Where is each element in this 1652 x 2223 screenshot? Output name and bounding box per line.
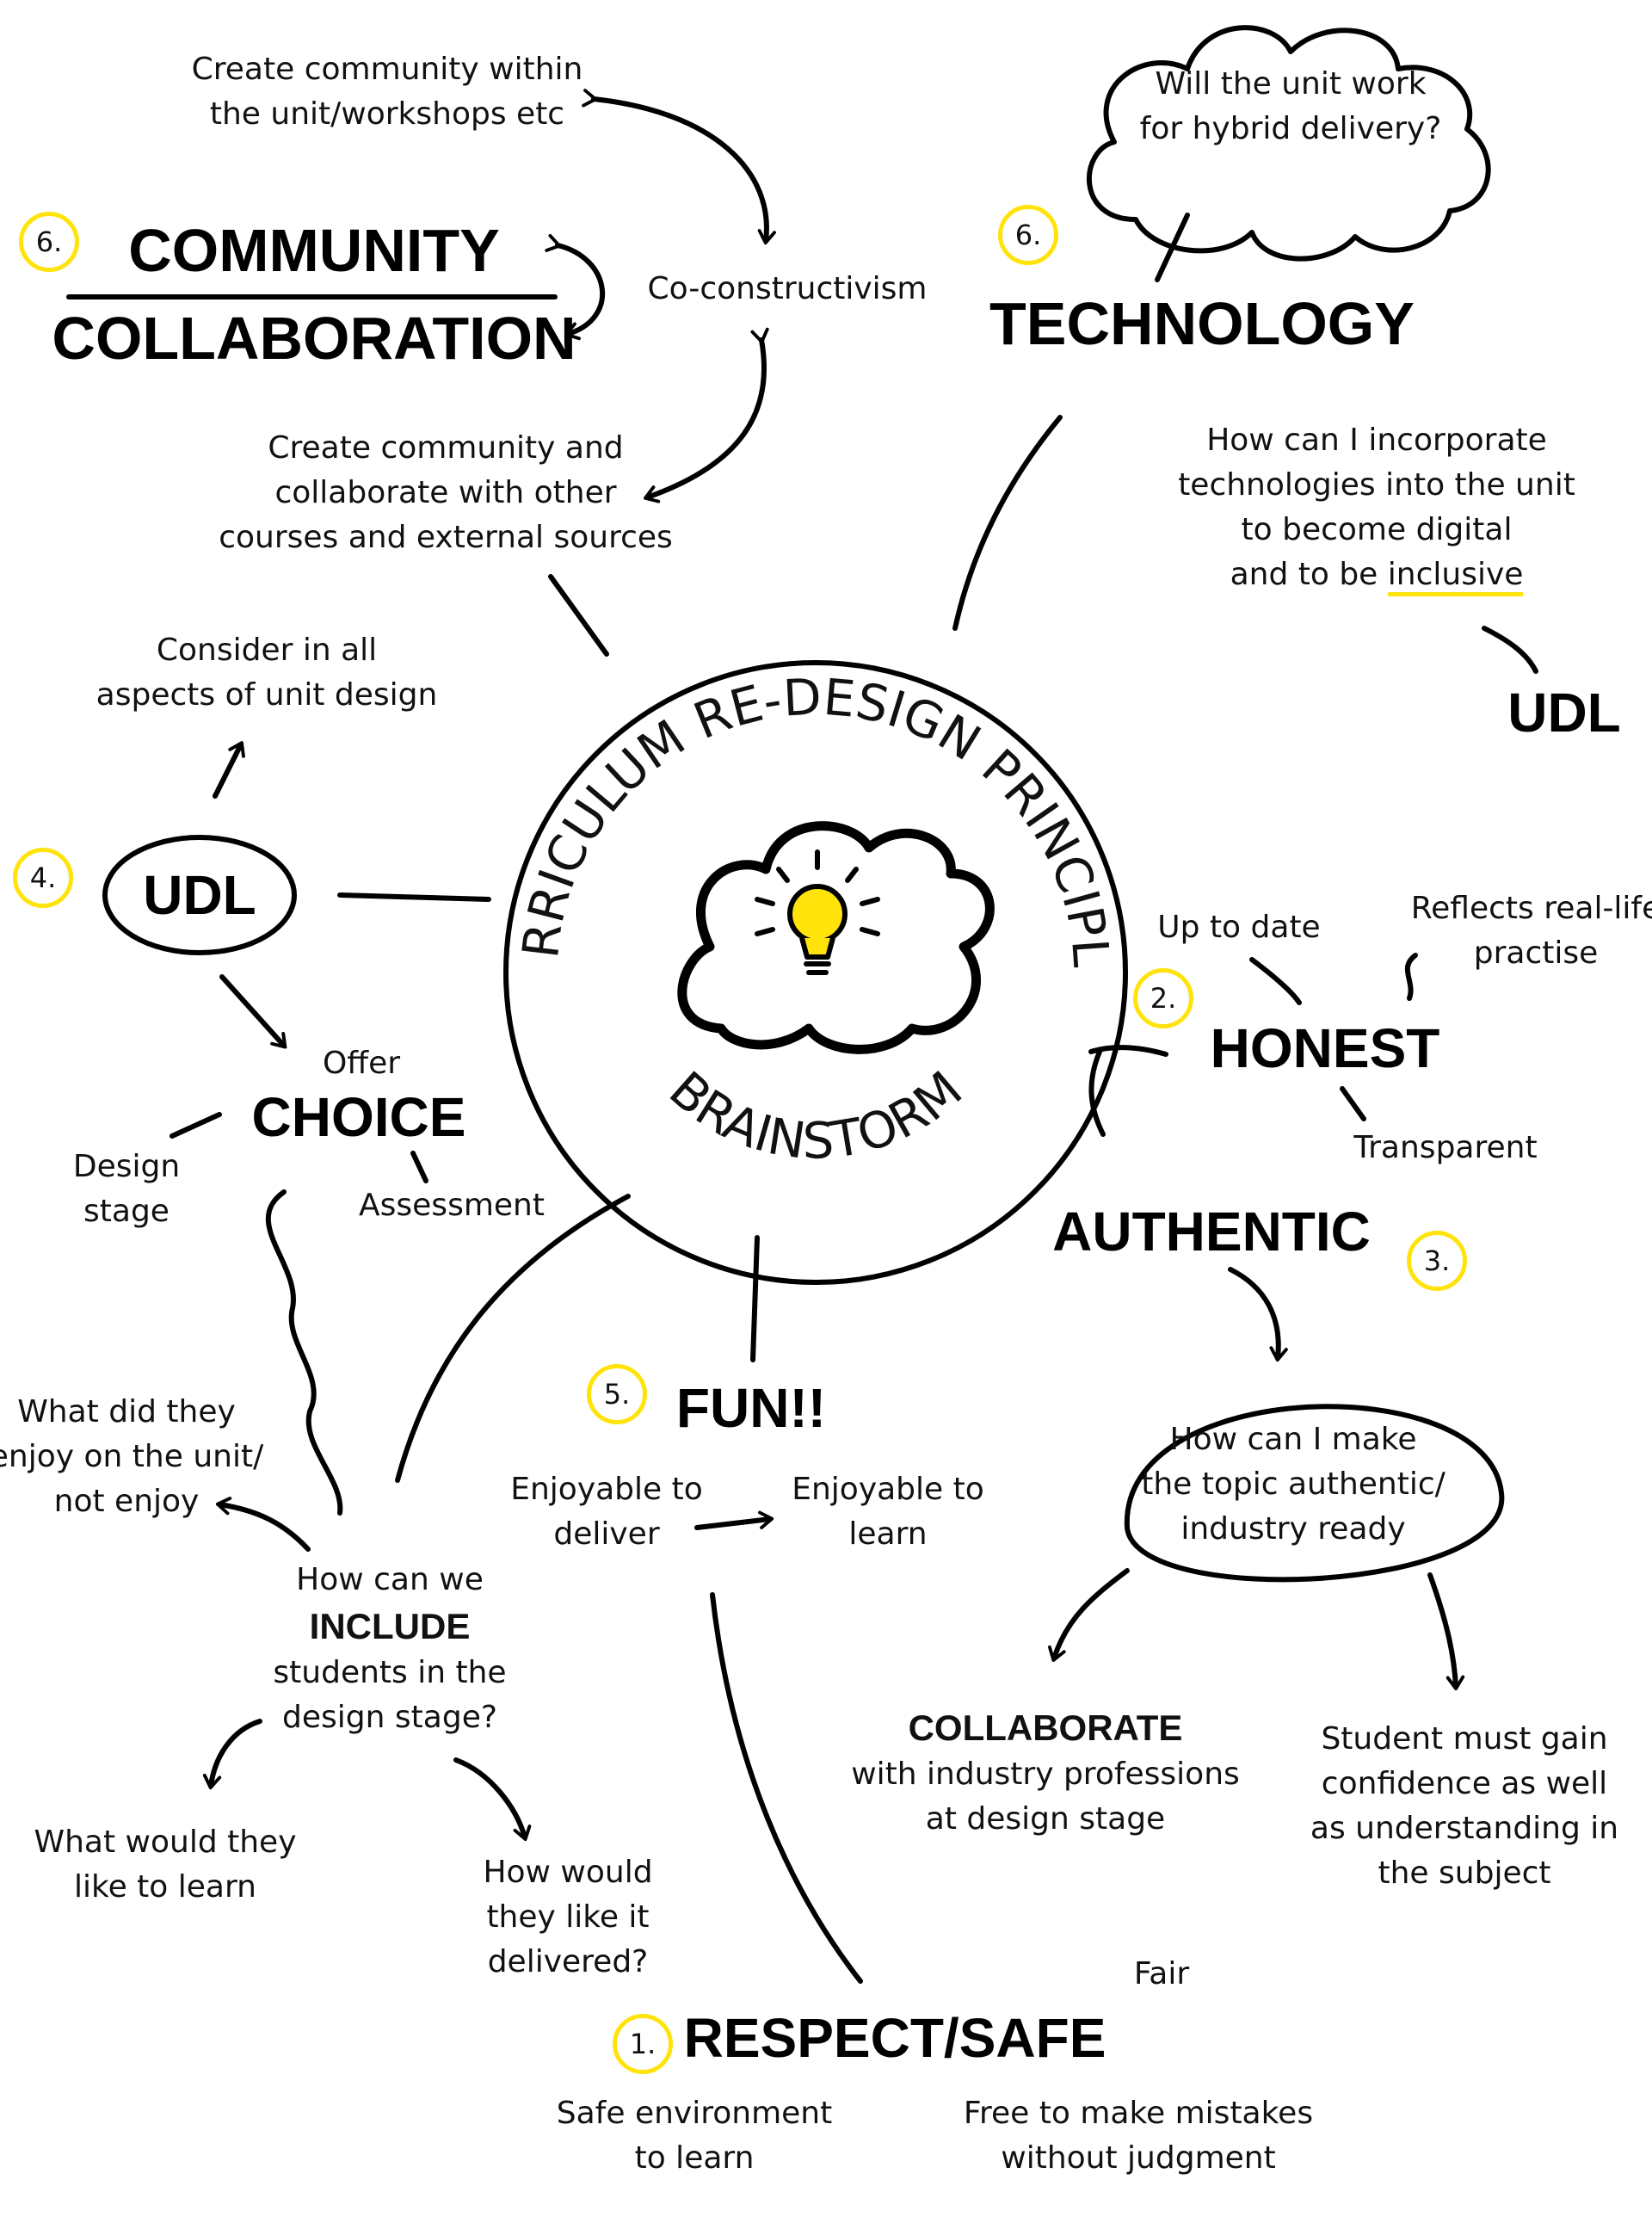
wavy-choice-include xyxy=(265,1189,343,1516)
center-bottom-word: BRAINSTORM xyxy=(658,1059,973,1170)
arrow-udl-consider xyxy=(213,741,245,799)
respect-number-badge: 1. xyxy=(613,2014,673,2074)
include-question: How can we INCLUDE students in the desig… xyxy=(273,1562,507,1735)
line-technology-center xyxy=(952,415,1063,631)
line-choice-assessment xyxy=(410,1151,428,1183)
respect-safe-heading: RESPECT/SAFE xyxy=(683,2007,1106,2069)
choice-heading: CHOICE xyxy=(251,1086,466,1148)
arrow-include-delivered xyxy=(453,1757,532,1842)
honest-number-badge: 2. xyxy=(1133,968,1193,1028)
offer-label: Offer xyxy=(322,1046,401,1081)
line-honest-authentic xyxy=(1088,1049,1106,1137)
community-heading: COMMUNITY xyxy=(128,217,500,284)
inclusive-highlight: inclusive xyxy=(1387,557,1524,596)
assessment-label: Assessment xyxy=(359,1188,545,1223)
arrow-include-enjoy xyxy=(215,1497,311,1552)
collaborate-note: COLLABORATE with industry professions at… xyxy=(851,1704,1240,1842)
hybrid-delivery-cloud xyxy=(1087,25,1491,262)
technology-note: How can I incorporate technologies into … xyxy=(1178,418,1575,597)
line-honest-reflects xyxy=(1404,953,1418,1001)
technology-number-badge: 6. xyxy=(998,205,1058,265)
line-udl-center xyxy=(337,892,491,902)
authentic-heading: AUTHENTIC xyxy=(1052,1201,1371,1263)
line-community-center xyxy=(548,574,609,657)
line-technology-udl xyxy=(1482,626,1538,674)
udl-number-badge: 4. xyxy=(13,848,73,908)
line-honest-transparent xyxy=(1340,1086,1366,1121)
collaboration-heading: COLLABORATION xyxy=(52,305,576,372)
line-fun-respect xyxy=(710,1592,863,1984)
authentic-question-bubble xyxy=(1124,1404,1505,1583)
center-circle xyxy=(503,660,1128,1285)
transparent-label: Transparent xyxy=(1353,1130,1538,1165)
arrow-community-top xyxy=(582,89,777,245)
fair-label: Fair xyxy=(1133,1956,1190,1991)
lightbulb-cloud-icon xyxy=(677,821,995,1054)
honest-heading: HONEST xyxy=(1210,1017,1440,1079)
line-honest-uptodate xyxy=(1249,957,1302,1005)
authentic-number-badge: 3. xyxy=(1407,1231,1467,1291)
up-to-date-label: Up to date xyxy=(1157,910,1321,945)
arrow-bubble-student xyxy=(1427,1572,1465,1691)
line-fun-center xyxy=(750,1235,760,1362)
community-number-badge: 6. xyxy=(19,212,79,272)
line-include-center xyxy=(395,1194,631,1483)
line-honest-center xyxy=(1088,1045,1168,1057)
include-word: INCLUDE xyxy=(309,1606,471,1646)
arrow-fun-deliver-learn xyxy=(694,1510,774,1530)
fun-number-badge: 5. xyxy=(587,1364,647,1424)
arrow-authentic-bubble xyxy=(1228,1267,1288,1362)
fun-heading: FUN!! xyxy=(675,1377,827,1439)
line-choice-design xyxy=(170,1112,222,1139)
arrow-udl-choice xyxy=(219,974,287,1049)
arrow-community-bottom xyxy=(643,327,769,503)
co-constructivism-label: Co-constructivism xyxy=(647,271,928,306)
udl-ellipse xyxy=(102,835,297,955)
technology-heading: TECHNOLOGY xyxy=(989,290,1415,357)
technology-udl-label: UDL xyxy=(1507,682,1621,744)
collaborate-heading: COLLABORATE xyxy=(908,1707,1183,1748)
arrow-bubble-collaborate xyxy=(1048,1568,1130,1663)
udl-label: UDL xyxy=(143,864,256,926)
arrow-community-heading xyxy=(545,233,606,341)
arrow-include-learn xyxy=(202,1719,262,1790)
